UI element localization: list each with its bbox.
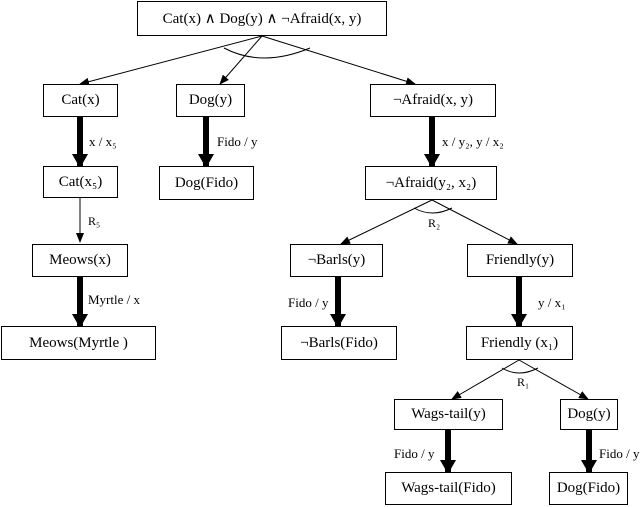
edge-not-afraid-y2x2-to-friendly [431, 199, 518, 245]
node-meows-myrtle: Meows(Myrtle ) [1, 326, 156, 360]
label-rule-r5: R₅ [88, 214, 101, 228]
label-sub-fido-y-1: Fido / y [217, 134, 258, 149]
and-arc-r1 [501, 367, 539, 374]
node-not-barks-fido: ¬Barls(Fido) [281, 326, 397, 360]
label-sub-x-y2-y-x2: x / y₂, y / x₂ [442, 134, 504, 149]
node-cat-x5: Cat(x₅) [43, 166, 118, 198]
node-not-afraid-y2x2: ¬Afraid(y₂, x₂) [365, 166, 497, 200]
edge-root-to-cat-x [79, 35, 263, 86]
label-sub-myrtle-x: Myrtle / x [88, 292, 140, 307]
node-friendly-y: Friendly(y) [467, 244, 573, 277]
node-meows-x: Meows(x) [32, 244, 128, 277]
node-not-afraid-xy: ¬Afraid(x, y) [370, 84, 496, 117]
edge-friendly-x1-to-dog-y [518, 359, 589, 400]
label-rule-r1: R₁ [517, 375, 530, 389]
node-dog-fido: Dog(Fido) [159, 166, 254, 200]
node-wags-tail-y: Wags-tail(y) [394, 399, 503, 430]
label-sub-x-x5: x / x₅ [89, 134, 117, 149]
label-sub-y-x1: y / x₁ [538, 295, 566, 310]
and-arc-root [223, 47, 311, 59]
node-friendly-x1: Friendly (x₁) [466, 326, 573, 360]
label-sub-fido-y-3: Fido / y [394, 446, 435, 461]
label-rule-r2: R₂ [428, 216, 441, 230]
edge-root-to-not-afraid [261, 35, 416, 86]
node-cat-x: Cat(x) [43, 84, 118, 117]
node-dog-fido-2: Dog(Fido) [549, 472, 628, 505]
edge-root-to-dog-y [219, 35, 263, 85]
label-sub-fido-y-2: Fido / y [288, 295, 329, 310]
edge-not-afraid-y2x2-to-not-barks [340, 199, 433, 245]
node-dog-y-2: Dog(y) [560, 399, 618, 430]
and-arc-r2 [413, 207, 453, 214]
node-dog-y: Dog(y) [176, 84, 245, 117]
label-sub-fido-y-4: Fido / y [599, 446, 640, 461]
edge-friendly-x1-to-wags-tail [451, 359, 520, 400]
node-root: Cat(x) ∧ Dog(y) ∧ ¬Afraid(x, y) [137, 1, 387, 36]
node-not-barks-y: ¬Barls(y) [290, 244, 383, 277]
node-wags-tail-fido: Wags-tail(Fido) [385, 472, 512, 505]
